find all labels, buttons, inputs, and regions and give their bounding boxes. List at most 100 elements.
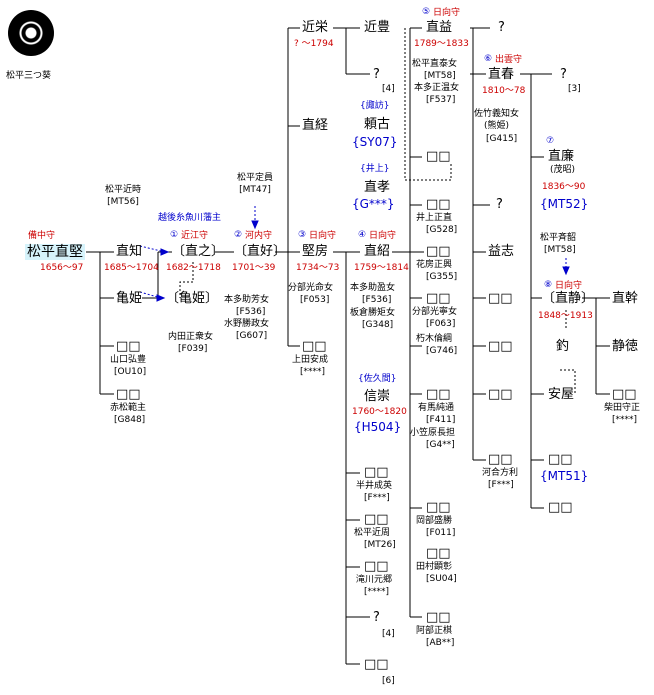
adoption-lines: [179, 28, 576, 394]
person-num: ②: [234, 230, 243, 240]
person-name[interactable]: ?: [373, 67, 380, 82]
spouse-code: [MT58]: [424, 71, 456, 81]
person-name[interactable]: 松平直堅: [25, 244, 85, 260]
person-name[interactable]: 直廉: [548, 149, 575, 164]
person-name[interactable]: □□: [364, 512, 389, 527]
person-name[interactable]: □□: [364, 657, 389, 672]
spouse-code: [G355]: [426, 272, 458, 282]
person-name[interactable]: □□: [488, 291, 513, 306]
person-num: ⑦: [546, 136, 555, 146]
person-name[interactable]: 〔直好〕: [234, 244, 287, 259]
person-name[interactable]: ?: [496, 197, 503, 212]
spouse: 佐竹義知女: [474, 109, 520, 119]
spouse: 滝川元郷: [356, 575, 393, 585]
spouse-code: [F537]: [426, 95, 456, 105]
person-name[interactable]: 堅房: [302, 244, 329, 259]
person-office: 日向守: [433, 8, 461, 18]
person-name[interactable]: □□: [426, 610, 451, 625]
person-name[interactable]: 安屋: [548, 387, 575, 402]
spouse-code: [OU10]: [114, 367, 147, 377]
person-name[interactable]: ?: [373, 610, 380, 625]
person-name[interactable]: □□: [426, 500, 451, 515]
person-name[interactable]: ?: [560, 67, 567, 82]
person-name[interactable]: □□: [426, 546, 451, 561]
person-name[interactable]: 亀姫: [116, 291, 143, 306]
person-name[interactable]: 直春: [488, 67, 515, 82]
person-name[interactable]: □□: [116, 387, 141, 402]
adoptive-code: [MT56]: [107, 197, 139, 207]
person-years: 1789〜1833: [414, 39, 469, 49]
person-name[interactable]: ?: [498, 20, 505, 35]
person-name[interactable]: 信崇: [364, 389, 391, 404]
spouse: 分部光寧女: [412, 307, 458, 317]
person-name[interactable]: □□: [426, 244, 451, 259]
child-count: [6]: [382, 676, 395, 686]
person-num: ⑥: [484, 54, 493, 64]
adoptive-parent: 松平近時: [104, 185, 142, 195]
person-name[interactable]: □□: [488, 452, 513, 467]
person-name[interactable]: 近栄: [302, 20, 329, 35]
spouse: 岡部盛勝: [416, 516, 453, 526]
spouse: 田村顕彰: [416, 562, 453, 572]
spouse: 本多助盈女: [350, 283, 396, 293]
person-years: 1682〜1718: [166, 263, 221, 273]
person-name[interactable]: □□: [116, 339, 141, 354]
person-name[interactable]: □□: [426, 197, 451, 212]
person-years: 1734〜73: [296, 263, 340, 273]
person-name[interactable]: 直幹: [612, 291, 639, 306]
spouse-code: [F053]: [300, 295, 330, 305]
person-name[interactable]: □□: [488, 387, 513, 402]
adoptive-code: [MT58]: [544, 245, 576, 255]
person-name[interactable]: □□: [302, 339, 327, 354]
spouse: 柴田守正: [604, 403, 641, 413]
person-name[interactable]: □□: [488, 339, 513, 354]
spouse-code: [****]: [300, 367, 326, 377]
person-name[interactable]: □□: [364, 559, 389, 574]
adoptive-parent: 松平定員: [236, 173, 274, 183]
person-name[interactable]: □□: [612, 387, 637, 402]
person-name[interactable]: 直経: [302, 118, 329, 133]
person-name[interactable]: 釣: [556, 339, 570, 354]
person-name[interactable]: □□: [426, 291, 451, 306]
alias: (茂昭): [550, 165, 576, 175]
person-years: ? 〜1794: [294, 39, 334, 49]
person-name[interactable]: □□: [548, 500, 573, 515]
clan: {諏訪}: [360, 101, 390, 111]
person-office: 備中守: [28, 231, 56, 241]
child-count: [4]: [382, 84, 395, 94]
person-name[interactable]: 益志: [488, 244, 515, 259]
person-name[interactable]: 〔亀姫〕: [166, 291, 219, 306]
person-name[interactable]: 直益: [426, 20, 453, 35]
adoption-arrows: [139, 206, 570, 302]
person-name[interactable]: □□: [426, 149, 451, 164]
spouse: 朽木倫綱: [416, 334, 453, 344]
code: {SY07}: [352, 135, 398, 149]
spouse: 有馬純通: [418, 403, 455, 413]
person-name[interactable]: 〔直静〕: [542, 291, 595, 306]
child-count: [3]: [568, 84, 581, 94]
spouse-code: [G528]: [426, 225, 458, 235]
person-name[interactable]: 近豊: [364, 20, 391, 35]
person-name[interactable]: 直孝: [364, 180, 391, 195]
person-name[interactable]: 静徳: [612, 339, 639, 354]
person-name[interactable]: 〔直之〕: [172, 244, 225, 259]
person-name[interactable]: □□: [426, 387, 451, 402]
person-num: ⑤: [422, 7, 431, 17]
person-name[interactable]: 頼古: [364, 117, 391, 132]
spouse: 松平近周: [354, 528, 391, 538]
person-name[interactable]: 直知: [116, 244, 143, 259]
spouse: 半井成英: [356, 481, 393, 491]
code: {MT51}: [540, 469, 589, 483]
person-years: 1848〜1913: [538, 311, 593, 321]
person-name[interactable]: 直紹: [364, 244, 391, 259]
code: {H504}: [354, 420, 402, 434]
person-name[interactable]: □□: [364, 465, 389, 480]
person-years: 1759〜1814: [354, 263, 409, 273]
person-name[interactable]: □□: [548, 452, 573, 467]
spouse: 阿部正棋: [416, 626, 453, 636]
spouse-code: [SU04]: [426, 574, 457, 584]
spouse-code: [F411]: [426, 415, 456, 425]
clan: {井上}: [360, 164, 390, 174]
